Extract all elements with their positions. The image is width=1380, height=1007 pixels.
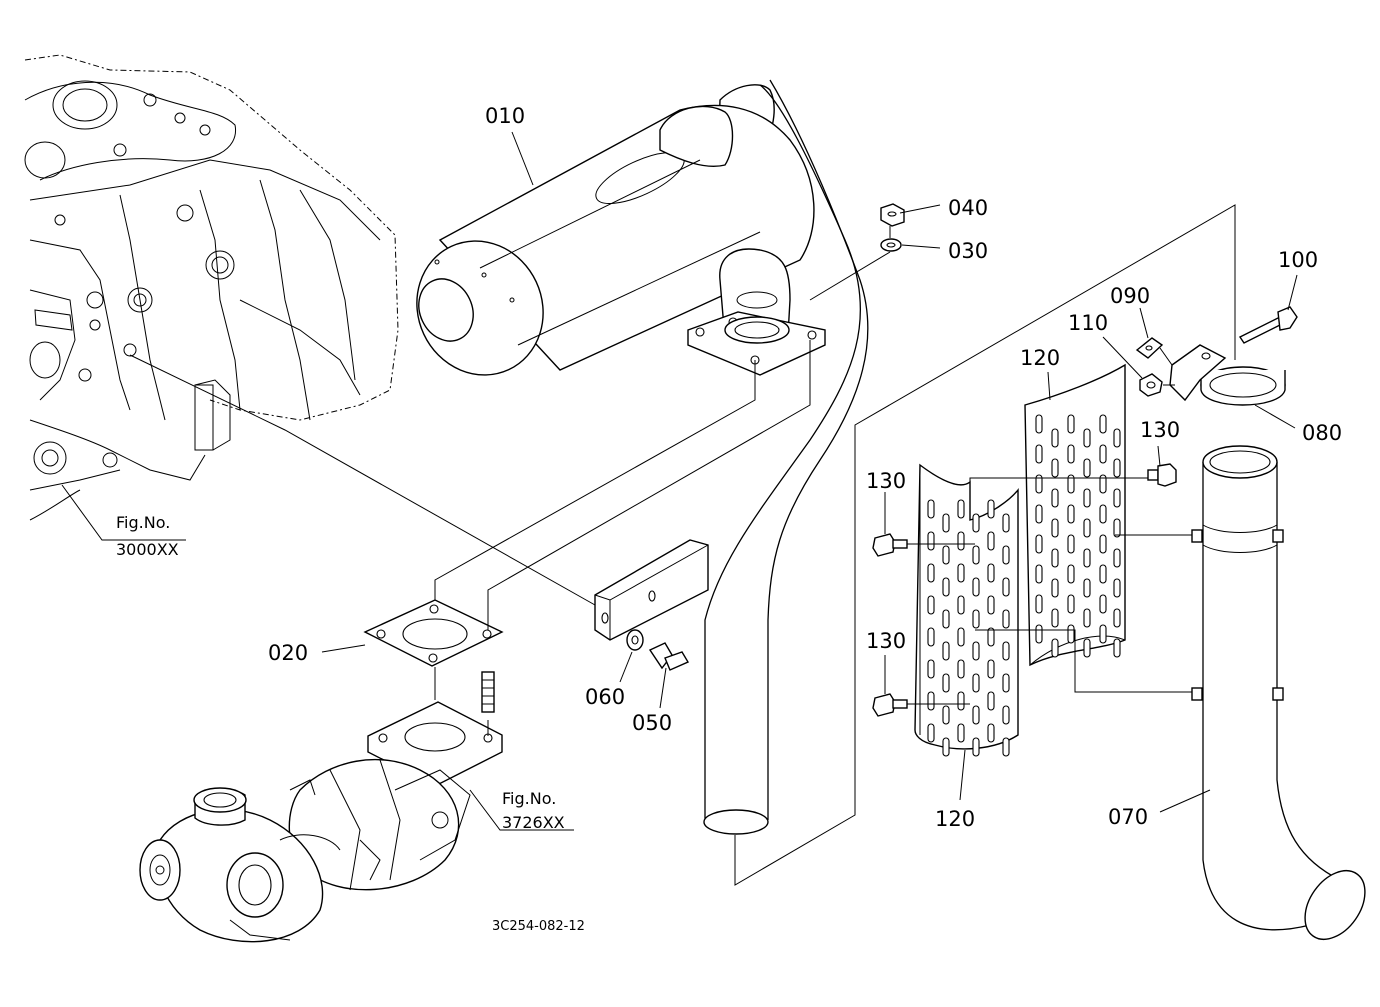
exhaust-pipe-illustration xyxy=(703,79,869,835)
engine-ref-line1: Fig.No. xyxy=(116,513,170,532)
nut-washer-illustration xyxy=(880,203,905,252)
figure-references: Fig.No. 3000XX Fig.No. 3726XX xyxy=(116,513,565,832)
part-label-110: 110 xyxy=(1068,311,1108,335)
assembly-guide-lines xyxy=(129,204,1236,886)
part-label-130-left-top: 130 xyxy=(866,469,906,493)
part-label-120-bottom: 120 xyxy=(935,807,975,831)
muffler-illustration xyxy=(416,84,826,376)
part-labels: 010 040 030 100 090 110 120 080 130 130 … xyxy=(268,104,1342,831)
turbocharger-illustration xyxy=(139,701,503,943)
part-label-080: 080 xyxy=(1302,421,1342,445)
gasket-illustration xyxy=(363,599,504,713)
part-label-010: 010 xyxy=(485,104,525,128)
part-label-040: 040 xyxy=(948,196,988,220)
drawing-code: 3C254-082-12 xyxy=(492,919,585,934)
turbo-ref-line2: 3726XX xyxy=(502,813,565,832)
part-label-130-left-bottom: 130 xyxy=(866,629,906,653)
turbo-ref-line1: Fig.No. xyxy=(502,789,556,808)
part-label-030: 030 xyxy=(948,239,988,263)
part-label-100: 100 xyxy=(1278,248,1318,272)
pipe-clamp-illustration xyxy=(1135,306,1298,406)
engine-block-illustration xyxy=(24,54,399,521)
part-label-020: 020 xyxy=(268,641,308,665)
support-bracket-illustration xyxy=(594,539,709,671)
part-label-090: 090 xyxy=(1110,284,1150,308)
tailpipe-illustration xyxy=(1191,445,1366,940)
shield-slots xyxy=(927,414,1121,757)
part-label-120-top: 120 xyxy=(1020,346,1060,370)
shield-bolts-illustration xyxy=(872,463,1177,717)
part-label-060: 060 xyxy=(585,685,625,709)
part-label-050: 050 xyxy=(632,711,672,735)
leader-lines xyxy=(61,131,1298,831)
engine-ref-line2: 3000XX xyxy=(116,540,179,559)
part-label-070: 070 xyxy=(1108,805,1148,829)
part-label-130-right: 130 xyxy=(1140,418,1180,442)
